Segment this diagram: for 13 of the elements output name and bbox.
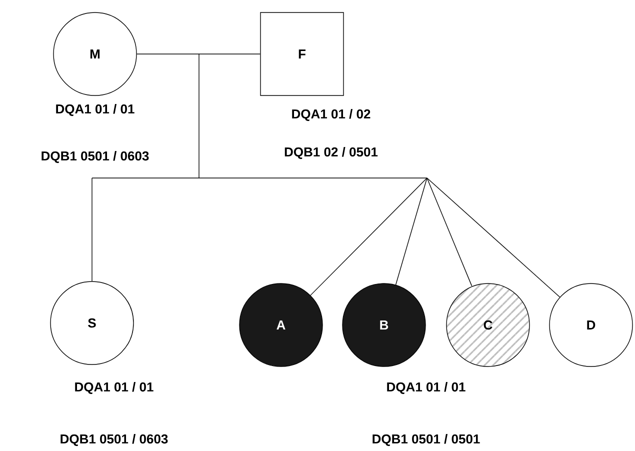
genotype-label: DQA1 01 / 01: [56, 104, 134, 116]
descent-line: [426, 178, 472, 286]
descent-line: [395, 178, 428, 286]
genotype-label: DQA1 01 / 01: [387, 382, 466, 394]
descent-line: [310, 178, 428, 296]
male-square: F: [260, 12, 344, 96]
genotype-label: DQB1 02 / 0501: [284, 147, 378, 159]
descent-line: [426, 178, 560, 298]
genotype-label: DQB1 0501 / 0603: [42, 151, 149, 163]
genotype-label: DQB1 0501 / 0603: [60, 434, 168, 446]
genotype-label: DQB1 0501 / 0501: [372, 434, 480, 446]
genotype-label: DQA1 01 / 01: [75, 382, 154, 394]
genotype-label: DQA1 01 / 02: [292, 109, 370, 121]
